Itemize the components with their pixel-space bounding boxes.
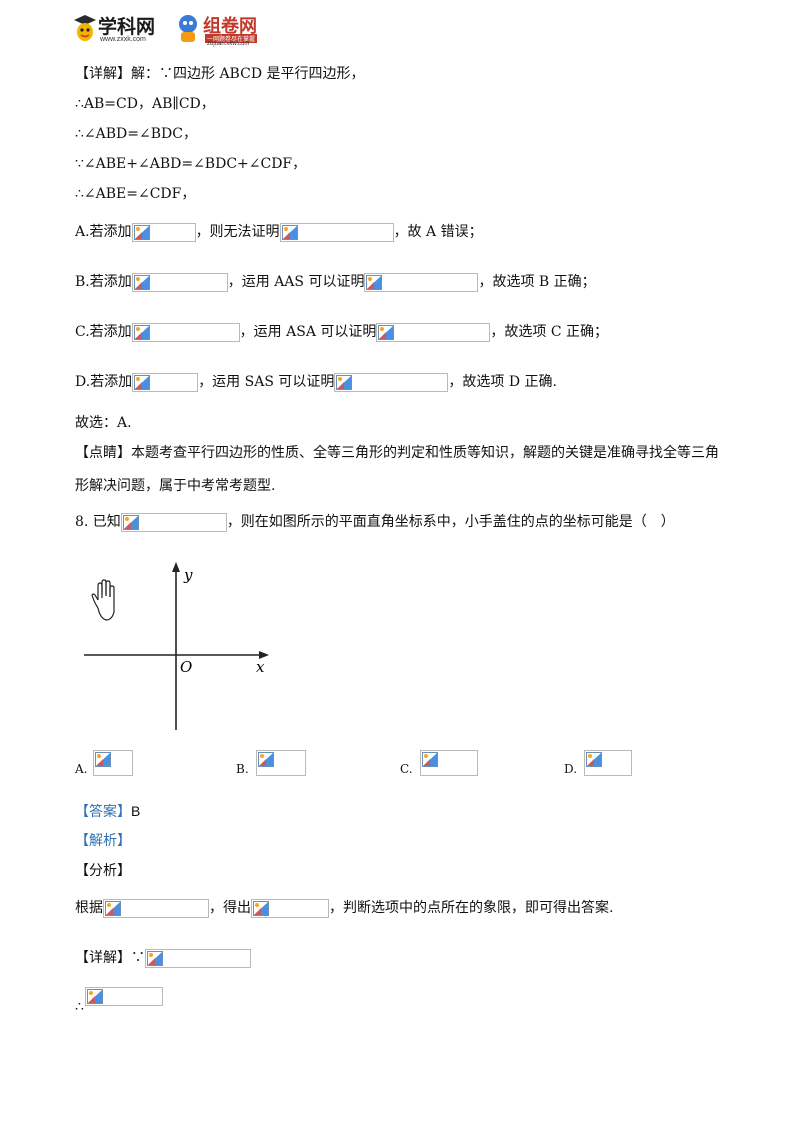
- option-b-line: B.若添加 ，运用 AAS 可以证明 ，故选项 B 正确；: [75, 272, 596, 292]
- x-axis-label: x: [256, 658, 265, 676]
- detail-label: 【详解】∵: [75, 950, 145, 966]
- answer-label: 【答案】: [75, 804, 131, 820]
- broken-image-icon: [120, 513, 227, 532]
- option-c-line: C.若添加 ，运用 ASA 可以证明 ，故选项 C 正确；: [75, 322, 608, 342]
- option-d-text-3: ，故选项 D 正确.: [448, 374, 557, 390]
- comment-line-2: 形解决问题，属于中考常考题型.: [75, 478, 276, 494]
- option-label: C.: [400, 762, 413, 776]
- logo-zxxk: 学科网 www.zxxk.com: [72, 12, 168, 46]
- solution-text: ∵四边形 ABCD 是平行四边形，: [159, 66, 365, 82]
- answer-value: B: [131, 803, 141, 819]
- broken-image-icon: [145, 949, 251, 968]
- broken-image-icon: [334, 373, 449, 392]
- option-b-text-2: ，运用 AAS 可以证明: [227, 274, 365, 290]
- broken-image-icon: [85, 987, 163, 1006]
- broken-image-icon: [279, 223, 394, 242]
- broken-image-icon: [131, 223, 196, 242]
- solution-line-2: ∴AB=CD，AB∥CD，: [75, 96, 215, 112]
- option-label: A.: [75, 762, 88, 776]
- x-axis-arrow: [259, 651, 269, 659]
- zujuan-logo-name: 组卷网: [203, 16, 257, 36]
- zujuan-mascot-icon: [179, 15, 197, 42]
- analyze-text-2: ，得出: [209, 900, 251, 916]
- question-8-stem: 8. 已知 ，则在如图所示的平面直角坐标系中，小手盖住的点的坐标可能是（ ）: [75, 512, 675, 532]
- broken-image-icon: [132, 373, 199, 392]
- y-axis-arrow: [172, 562, 180, 572]
- broken-image-icon: [131, 273, 228, 292]
- option-b-text-3: ，故选项 B 正确；: [478, 274, 596, 290]
- zujuan-logo-url: zujuan.xkw.com: [207, 41, 250, 47]
- logo-zujuan: 组卷网 一网题卷尽在掌握 zujuan.xkw.com: [175, 12, 275, 47]
- detail-label: 【详解】解：: [75, 66, 159, 82]
- option-a-line: A.若添加 ，则无法证明 ，故 A 错误；: [75, 222, 483, 242]
- option-a-text-2: ，则无法证明: [195, 224, 280, 240]
- option-c-text-3: ，故选项 C 正确；: [490, 324, 609, 340]
- option-a-text: A.若添加: [75, 224, 132, 240]
- option-d-line: D.若添加 ，运用 SAS 可以证明 ，故选项 D 正确.: [75, 372, 557, 392]
- option-label: B.: [236, 762, 249, 776]
- question-8-text: ，则在如图所示的平面直角坐标系中，小手盖住的点的坐标可能是（ ）: [226, 514, 675, 530]
- solution-line-3: ∴∠ABD=∠BDC，: [75, 126, 197, 142]
- broken-image-icon: [364, 273, 479, 292]
- solution-line-5: ∴∠ABE=∠CDF，: [75, 186, 196, 202]
- choose-answer: 故选：A.: [75, 415, 132, 431]
- comment-line-1: 【点睛】本题考查平行四边形的性质、全等三角形的判定和性质等知识，解题的关键是准确…: [75, 445, 719, 461]
- coordinate-figure: y x O: [84, 562, 269, 730]
- detail-line: 【详解】∵: [75, 948, 251, 968]
- zxxk-mascot-icon: [74, 15, 96, 41]
- broken-image-icon: [93, 750, 133, 776]
- option-d-text: D.若添加: [75, 374, 133, 390]
- origin-label: O: [180, 658, 192, 676]
- option-a-text-3: ，故 A 错误；: [393, 224, 483, 240]
- zxxk-logo-url: www.zxxk.com: [100, 36, 146, 43]
- therefore-symbol: ∴: [75, 999, 84, 1015]
- option-c-text-2: ，运用 ASA 可以证明: [239, 324, 377, 340]
- broken-image-icon: [256, 750, 306, 776]
- analyze-text-3: ，判断选项中的点所在的象限，即可得出答案.: [329, 900, 614, 916]
- broken-image-icon: [103, 899, 209, 918]
- broken-image-icon: [420, 750, 478, 776]
- analyze-line: 根据 ，得出 ，判断选项中的点所在的象限，即可得出答案.: [75, 898, 613, 918]
- analysis-label: 【解析】: [75, 833, 131, 849]
- question-8-number: 8. 已知: [75, 514, 121, 530]
- analyze-text: 根据: [75, 900, 103, 916]
- solution-line-4: ∵∠ABE+∠ABD=∠BDC+∠CDF，: [75, 156, 307, 172]
- broken-image-icon: [251, 899, 329, 918]
- option-c-text: C.若添加: [75, 324, 132, 340]
- zujuan-logo-slogan: 一网题卷尽在掌握: [205, 34, 258, 43]
- option-b-text: B.若添加: [75, 274, 132, 290]
- broken-image-icon: [131, 323, 240, 342]
- y-axis-label: y: [183, 566, 193, 584]
- broken-image-icon: [584, 750, 632, 776]
- broken-image-icon: [376, 323, 491, 342]
- option-label: D.: [564, 762, 578, 776]
- option-d-text-2: ，运用 SAS 可以证明: [198, 374, 335, 390]
- answer-line: 【答案】B: [75, 801, 140, 821]
- analyze-label: 【分析】: [75, 863, 131, 879]
- hand-icon: [91, 579, 115, 621]
- zxxk-logo-name: 学科网: [98, 17, 156, 38]
- solution-line-1: 【详解】解：∵四边形 ABCD 是平行四边形，: [75, 64, 365, 84]
